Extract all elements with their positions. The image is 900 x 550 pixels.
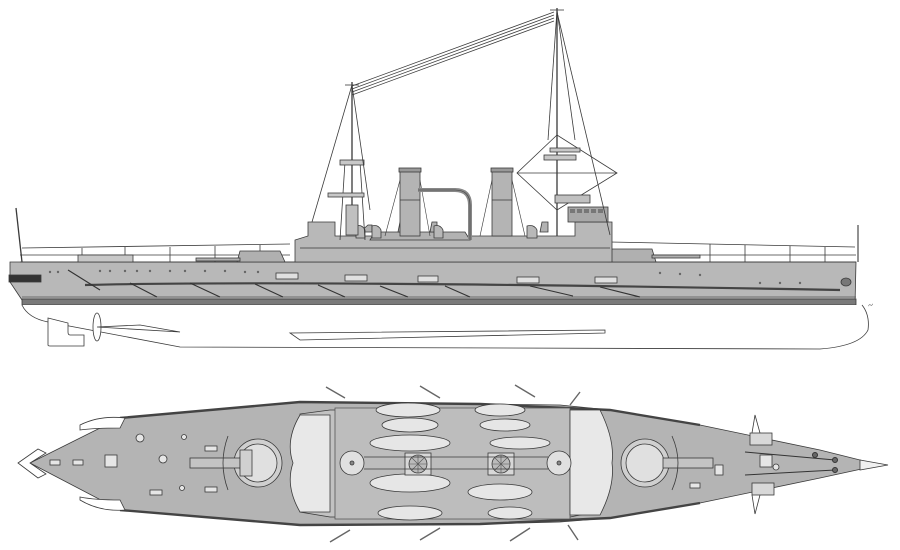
bilge-keel [288, 329, 606, 341]
boats [369, 402, 551, 521]
boat-aft [77, 254, 134, 263]
boot-topping [21, 298, 857, 306]
deck-fittings [49, 433, 780, 496]
funnel-grilles [409, 455, 510, 473]
portholes [48, 269, 802, 285]
torpedo-booms-plan [325, 384, 581, 543]
bow-anchor-gear [744, 451, 838, 476]
stern-boat-bottom [79, 496, 126, 511]
propeller-shaft [96, 324, 181, 333]
torpedo-net-booms [67, 269, 641, 298]
forward-turret-plan [620, 435, 714, 491]
torpedo-net-shelf [84, 282, 841, 292]
funnel-forward [490, 167, 514, 237]
aft-turret-plan [189, 435, 283, 491]
aft-bridge [289, 414, 331, 513]
forward-main-turret [607, 248, 701, 263]
boat-deck-plan [334, 407, 571, 520]
stern-walk [8, 274, 42, 283]
ensign-staff [15, 207, 23, 263]
plan-view [17, 384, 889, 543]
superstructure [294, 221, 613, 263]
aft-mast [311, 82, 371, 241]
torpedo-net-stowage-bottom [119, 501, 701, 527]
deck-stanchions-fwd [609, 241, 856, 262]
wireless-aerial [351, 11, 555, 96]
anchor [840, 277, 852, 287]
torpedo-net-stowage-top [119, 400, 701, 427]
forward-mast [516, 8, 618, 236]
stem [859, 459, 889, 471]
funnel-aft [398, 167, 422, 237]
bow-boat-davits [749, 414, 775, 515]
underwater-hull [21, 304, 869, 350]
aft-main-turret [195, 250, 286, 263]
casemate-guns [275, 272, 618, 284]
fwd-bridge [569, 409, 613, 516]
stern-lantern [17, 448, 47, 479]
side-profile-view [8, 8, 869, 350]
rudder [47, 317, 85, 347]
stern-boat-top [79, 416, 126, 431]
